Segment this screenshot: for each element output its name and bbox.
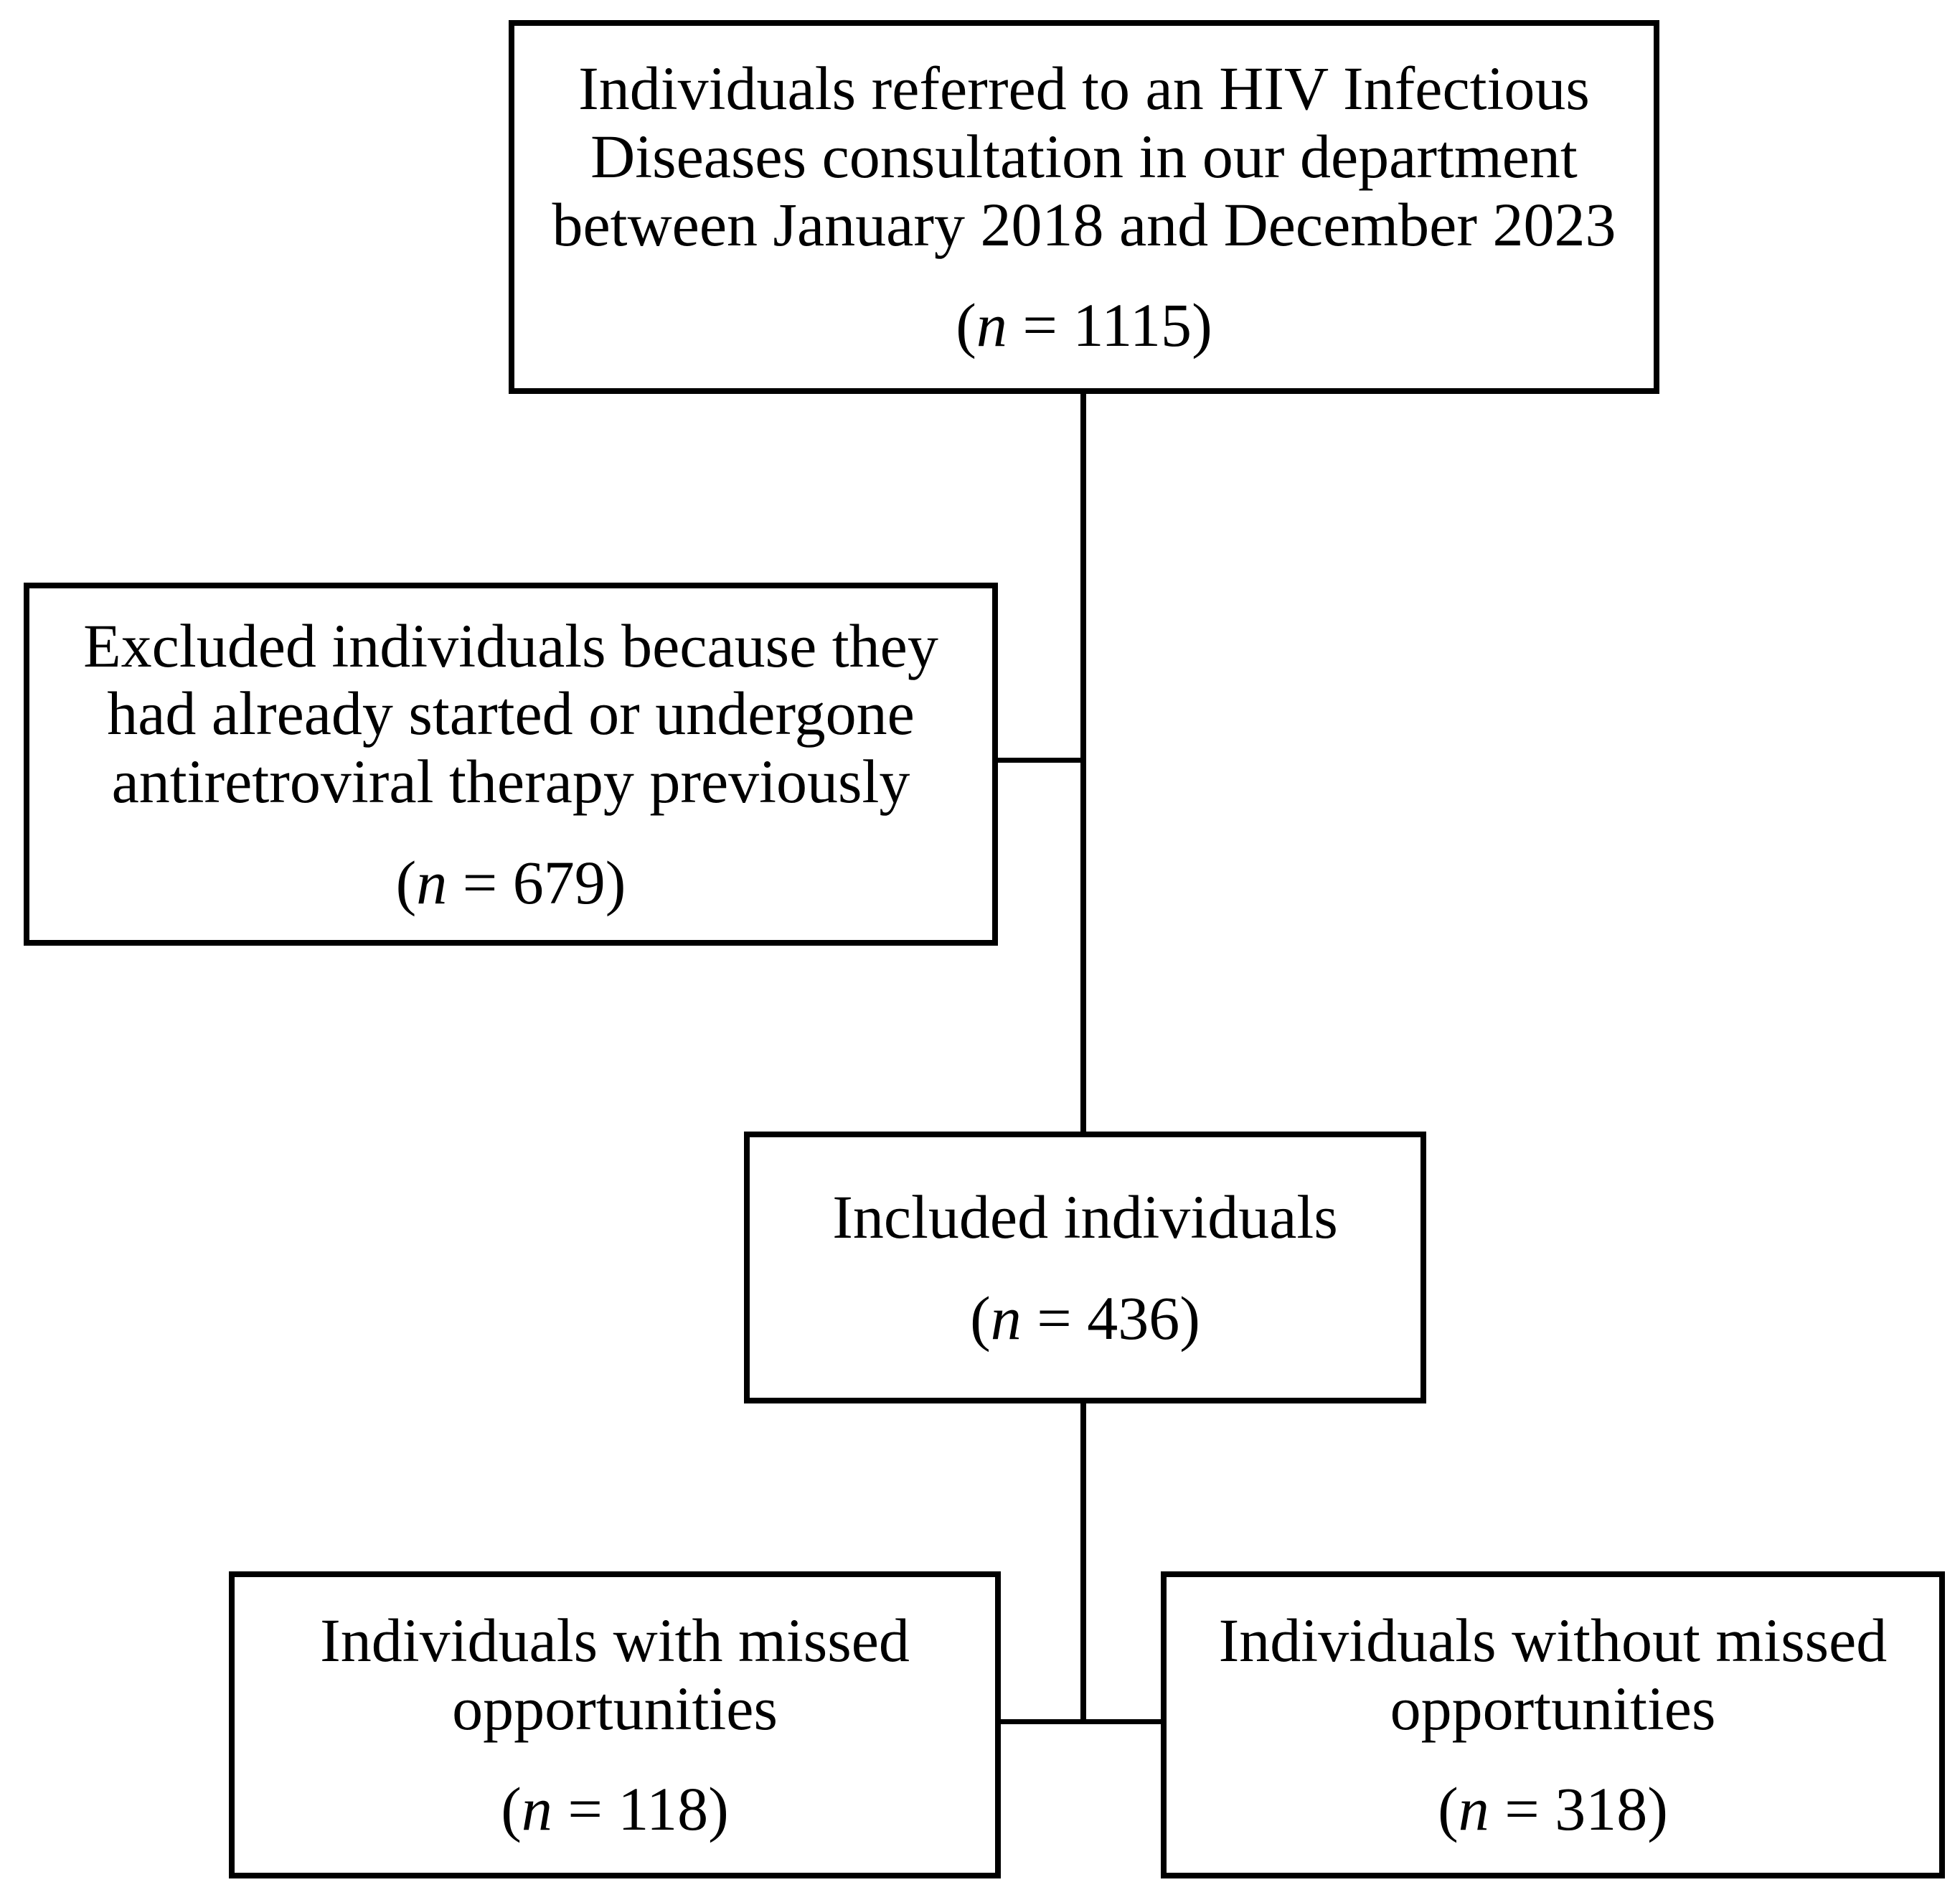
box-text-line: Excluded individuals because they <box>83 611 938 680</box>
box-referred-individuals: Individuals referred to an HIV Infectiou… <box>509 20 1659 394</box>
equals-sign: = <box>1489 1774 1555 1844</box>
n-symbol: n <box>416 847 448 917</box>
n-value: 318 <box>1555 1774 1648 1844</box>
box-included-individuals: Included individuals (n = 436) <box>744 1132 1426 1403</box>
box-text-line: had already started or undergone <box>107 679 915 748</box>
box-excluded-count: (n = 679) <box>395 847 626 917</box>
box-referred-count: (n = 1115) <box>956 291 1212 359</box>
n-symbol: n <box>976 291 1007 360</box>
paren-open: ( <box>501 1774 522 1844</box>
paren-open: ( <box>956 291 976 360</box>
n-value: 679 <box>512 847 606 917</box>
paren-close: ) <box>1647 1774 1668 1844</box>
paren-open: ( <box>1438 1774 1459 1844</box>
paren-close: ) <box>708 1774 729 1844</box>
connector-split-horizontal <box>999 1719 1164 1724</box>
box-without-missed-count: (n = 318) <box>1438 1775 1668 1843</box>
equals-sign: = <box>447 847 513 917</box>
paren-close: ) <box>605 847 626 917</box>
n-symbol: n <box>1458 1774 1489 1844</box>
box-referred-text: Individuals referred to an HIV Infectiou… <box>552 55 1616 258</box>
box-missed-count: (n = 118) <box>501 1775 729 1843</box>
box-included-count: (n = 436) <box>970 1284 1200 1353</box>
n-symbol: n <box>521 1774 552 1844</box>
paren-close: ) <box>1179 1283 1200 1353</box>
equals-sign: = <box>1007 291 1073 360</box>
box-text-line: antiretroviral therapy previously <box>111 747 910 816</box>
n-value: 118 <box>618 1774 709 1844</box>
connector-included-to-split <box>1080 1401 1086 1724</box>
box-text-line: opportunities <box>452 1673 778 1743</box>
box-text-line: opportunities <box>1390 1673 1716 1743</box>
n-symbol: n <box>990 1283 1022 1353</box>
box-text-line: Individuals without missed <box>1218 1606 1888 1675</box>
paren-open: ( <box>395 847 417 917</box>
paren-open: ( <box>970 1283 991 1353</box>
connector-referred-to-included <box>1080 391 1086 1134</box>
paren-close: ) <box>1192 291 1212 360</box>
box-text-line: Diseases consultation in our department <box>590 121 1578 191</box>
box-text-line: between January 2018 and December 2023 <box>552 189 1616 259</box>
box-text-line: Individuals with missed <box>320 1606 910 1675</box>
equals-sign: = <box>1021 1283 1088 1353</box>
box-included-text: Included individuals <box>832 1183 1338 1251</box>
equals-sign: = <box>552 1774 618 1844</box>
n-value: 436 <box>1087 1283 1180 1353</box>
box-text-line: Individuals referred to an HIV Infectiou… <box>578 54 1590 123</box>
box-text-line: Included individuals <box>832 1182 1338 1251</box>
n-value: 1115 <box>1073 291 1192 360</box>
connector-excluded-branch <box>996 758 1086 763</box>
